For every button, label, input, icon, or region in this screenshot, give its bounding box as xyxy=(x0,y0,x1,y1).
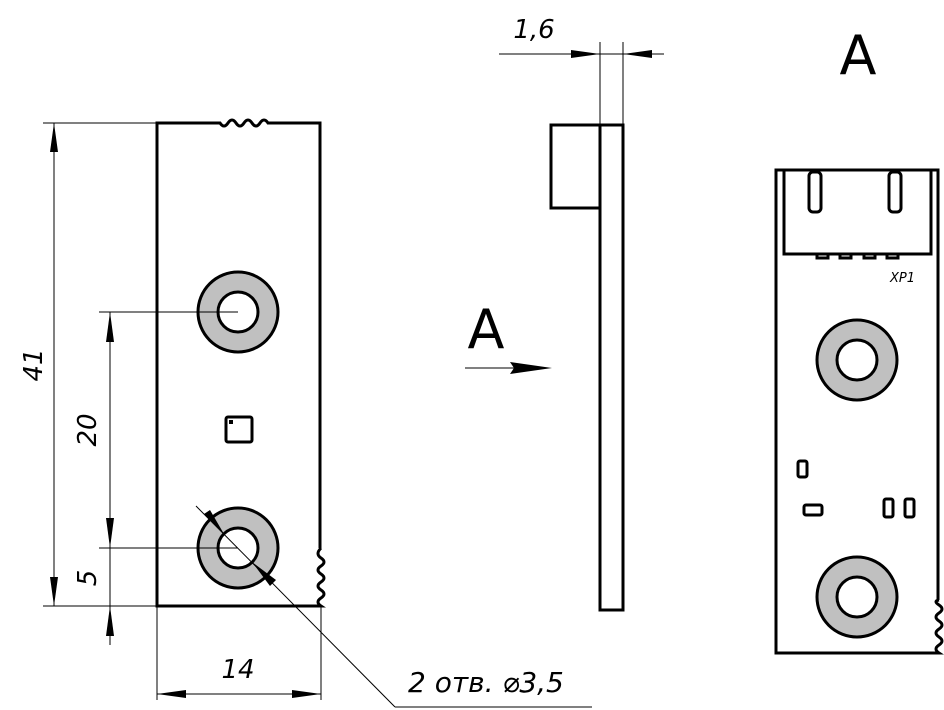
smd-component xyxy=(903,497,916,519)
smd-component xyxy=(802,503,824,517)
arrowhead xyxy=(50,123,58,152)
arrowhead xyxy=(157,690,186,698)
smd-component xyxy=(882,497,895,519)
view-a-hole-bottom xyxy=(835,575,879,619)
dim-label-thickness: 1,6 xyxy=(513,15,554,45)
connector-body xyxy=(782,168,933,256)
view-arrow-icon xyxy=(510,362,552,374)
component-pin1-mark xyxy=(229,420,233,424)
arrowhead xyxy=(106,518,114,548)
arrowhead xyxy=(106,606,114,636)
connector-pin xyxy=(862,252,877,260)
view-a-board-outline xyxy=(774,168,944,655)
side-view: 1,6 А xyxy=(465,15,664,612)
arrowhead xyxy=(106,312,114,342)
view-a: А XP1 xyxy=(774,24,944,655)
leader-line xyxy=(195,505,396,708)
connector-label: XP1 xyxy=(889,271,915,286)
view-a-title: А xyxy=(840,24,877,87)
arrowhead xyxy=(252,562,276,586)
view-a-hole-top xyxy=(835,338,879,382)
view-marker-label: А xyxy=(468,298,505,361)
connector-latch-left xyxy=(807,170,823,214)
component-square xyxy=(224,415,254,444)
dim-label-width: 14 xyxy=(221,655,254,685)
dim-label-height: 41 xyxy=(19,348,49,381)
dim-label-hole-offset: 5 xyxy=(73,570,103,587)
smd-component xyxy=(796,459,809,479)
hole-note: 2 отв. ⌀3,5 xyxy=(408,666,564,699)
side-board xyxy=(598,123,625,612)
front-board-outline xyxy=(155,118,326,608)
connector-pin xyxy=(838,252,853,260)
dim-label-hole-spacing: 20 xyxy=(73,413,103,446)
front-view: 41 20 5 14 2 отв. ⌀3,5 xyxy=(19,118,592,708)
connector-pin xyxy=(815,252,830,260)
arrowhead xyxy=(623,50,652,58)
arrowhead xyxy=(204,510,224,534)
connector-pin xyxy=(885,252,900,260)
connector-latch-right xyxy=(887,170,903,214)
arrowhead xyxy=(571,50,600,58)
arrowhead xyxy=(50,577,58,606)
side-connector xyxy=(549,123,600,210)
arrowhead xyxy=(292,690,321,698)
